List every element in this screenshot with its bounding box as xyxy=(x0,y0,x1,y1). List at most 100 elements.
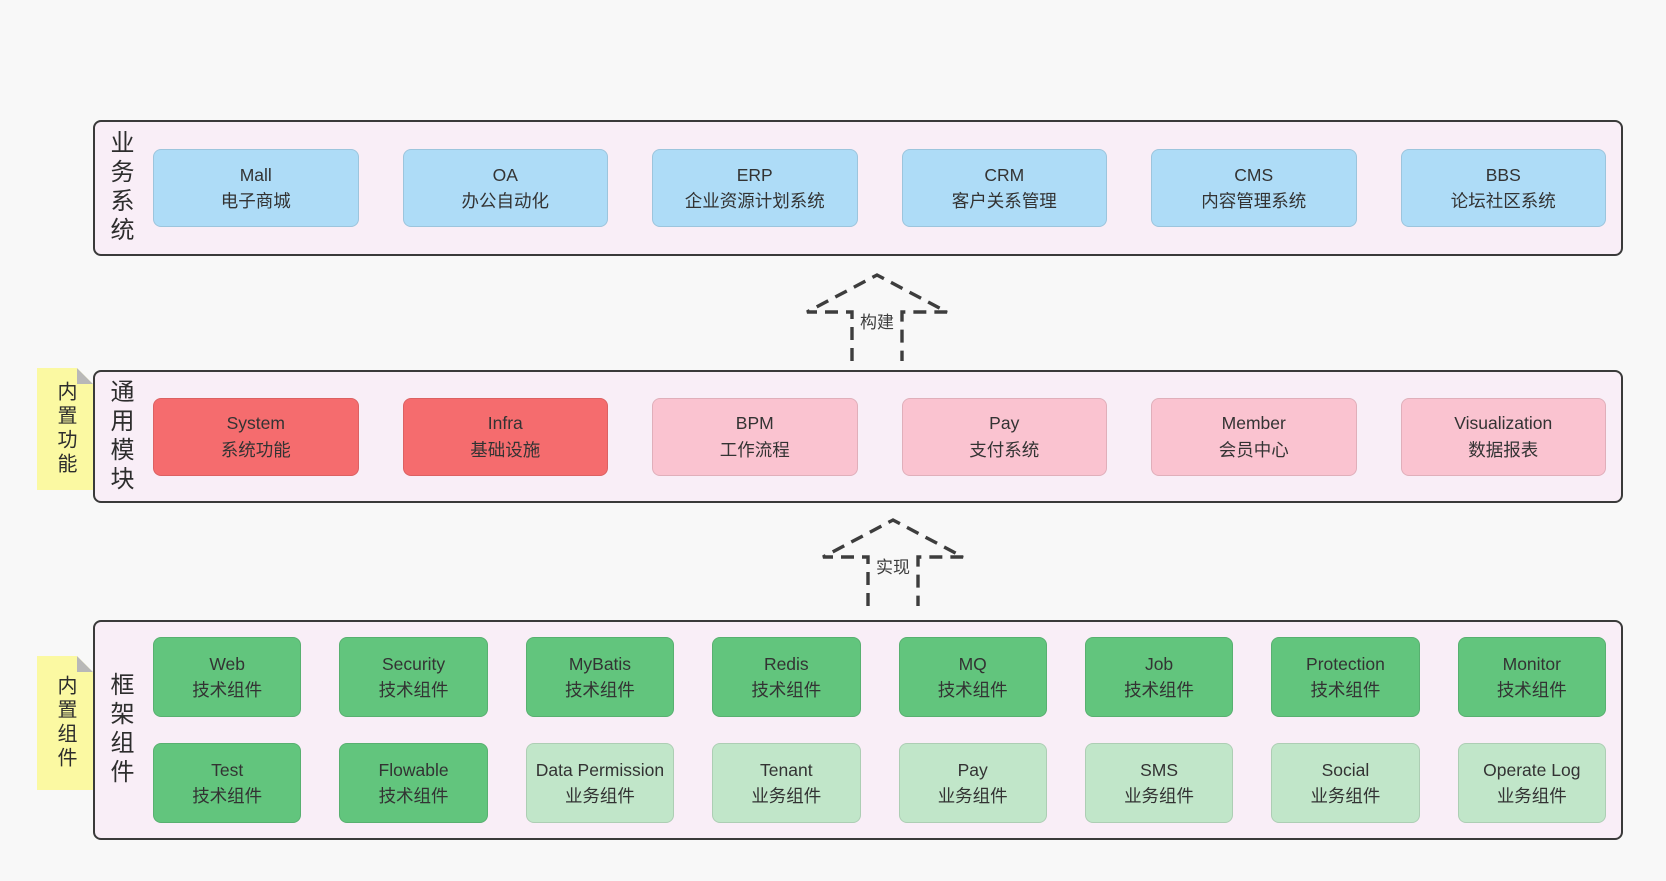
box-title: CRM xyxy=(984,164,1025,185)
box-title: MyBatis xyxy=(568,653,632,674)
box-subtitle: 技术组件 xyxy=(378,786,449,806)
arrow-label: 构建 xyxy=(855,307,899,334)
box-crm: CRM 客户关系管理 xyxy=(901,149,1107,227)
box-subtitle: 数据报表 xyxy=(1468,439,1539,460)
arrow-label: 实现 xyxy=(871,552,915,579)
box-title: Mall xyxy=(239,164,272,185)
box-operate-log: Operate Log 业务组件 xyxy=(1457,743,1606,823)
box-subtitle: 技术组件 xyxy=(192,786,263,806)
box-oa: OA 办公自动化 xyxy=(402,149,608,227)
box-title: Social xyxy=(1321,759,1370,780)
box-subtitle: 基础设施 xyxy=(470,439,541,460)
box-title: Tenant xyxy=(760,759,813,780)
box-subtitle: 业务组件 xyxy=(1310,786,1381,806)
box-title: SMS xyxy=(1140,759,1179,780)
dashed-up-arrow-icon xyxy=(822,518,964,606)
box-title: MQ xyxy=(958,653,987,674)
box-title: Monitor xyxy=(1502,653,1561,674)
box-title: Visualization xyxy=(1454,413,1553,434)
box-title: Member xyxy=(1221,413,1286,434)
box-sms: SMS 业务组件 xyxy=(1084,743,1234,823)
box-title: System xyxy=(226,413,285,434)
box-subtitle: 技术组件 xyxy=(192,680,263,700)
box-title: Redis xyxy=(763,653,809,674)
box-row: Mall 电子商城 OA 办公自动化 ERP 企业资源计划系统 CRM 客户关系管理 CMS 内容… xyxy=(153,149,1606,227)
box-subtitle: 办公自动化 xyxy=(461,191,550,211)
box-cms: CMS 内容管理系统 xyxy=(1151,149,1357,227)
box-subtitle: 内容管理系统 xyxy=(1201,191,1307,211)
implement-arrow: 实现 xyxy=(818,516,968,606)
band-label: 业务系统 xyxy=(106,130,133,246)
dashed-up-arrow-icon xyxy=(806,273,948,361)
box-system: System 系统功能 xyxy=(153,397,359,476)
box-tenant: Tenant 业务组件 xyxy=(712,743,861,823)
built-in-features-tag: 内置功能 xyxy=(37,368,93,490)
box-title: Data Permission xyxy=(535,759,665,780)
box-mybatis: MyBatis 技术组件 xyxy=(525,637,675,717)
box-title: BPM xyxy=(735,413,774,434)
box-subtitle: 技术组件 xyxy=(1124,680,1195,700)
box-title: BBS xyxy=(1485,164,1521,185)
tag-label: 内置功能 xyxy=(54,381,76,477)
box-title: Protection xyxy=(1306,653,1385,674)
box-infra: Infra 基础设施 xyxy=(402,397,608,476)
box-subtitle: 技术组件 xyxy=(564,680,635,700)
band-boxes: Mall 电子商城 OA 办公自动化 ERP 企业资源计划系统 CRM 客户关系管理 CMS 内容… xyxy=(153,149,1606,227)
box-pay: Pay 业务组件 xyxy=(898,743,1047,823)
framework-components-band: 框架组件 Web 技术组件 Security 技术组件 MyBatis 技术组件 Redis… xyxy=(93,620,1623,840)
box-subtitle: 业务组件 xyxy=(564,786,635,806)
box-title: Pay xyxy=(957,759,988,780)
box-social: Social 业务组件 xyxy=(1271,743,1420,823)
box-subtitle: 客户关系管理 xyxy=(951,191,1057,211)
box-subtitle: 业务组件 xyxy=(1496,786,1567,806)
box-flowable: Flowable 技术组件 xyxy=(339,743,488,823)
box-subtitle: 系统功能 xyxy=(220,439,291,460)
build-arrow: 构建 xyxy=(802,271,952,361)
box-mq: MQ 技术组件 xyxy=(898,637,1047,717)
box-protection: Protection 技术组件 xyxy=(1271,637,1420,717)
box-subtitle: 业务组件 xyxy=(937,786,1008,806)
box-title: Flowable xyxy=(378,759,449,780)
box-subtitle: 论坛社区系统 xyxy=(1450,191,1556,211)
box-subtitle: 企业资源计划系统 xyxy=(684,191,825,211)
box-visualization: Visualization 数据报表 xyxy=(1400,397,1606,476)
box-test: Test 技术组件 xyxy=(153,743,302,823)
built-in-components-tag: 内置组件 xyxy=(37,656,93,790)
band-label: 通用模块 xyxy=(106,378,133,495)
box-subtitle: 工作流程 xyxy=(719,439,790,460)
box-bbs: BBS 论坛社区系统 xyxy=(1400,149,1606,227)
box-subtitle: 技术组件 xyxy=(1310,680,1381,700)
box-erp: ERP 企业资源计划系统 xyxy=(652,149,858,227)
box-monitor: Monitor 技术组件 xyxy=(1457,637,1606,717)
tag-label: 内置组件 xyxy=(54,675,76,771)
box-subtitle: 技术组件 xyxy=(937,680,1008,700)
box-subtitle: 业务组件 xyxy=(1124,786,1195,806)
box-title: OA xyxy=(492,164,518,185)
business-systems-band: 业务系统 Mall 电子商城 OA 办公自动化 ERP 企业资源计划系统 CRM 客户关系管理… xyxy=(93,120,1623,256)
box-title: Operate Log xyxy=(1483,759,1581,780)
box-title: CMS xyxy=(1234,164,1274,185)
box-title: Security xyxy=(381,653,446,674)
box-title: Web xyxy=(209,653,246,674)
box-mall: Mall 电子商城 xyxy=(153,149,359,227)
box-subtitle: 技术组件 xyxy=(378,680,449,700)
box-web: Web 技术组件 xyxy=(153,637,302,717)
box-subtitle: 电子商城 xyxy=(220,191,291,211)
box-title: ERP xyxy=(736,164,773,185)
band-label: 框架组件 xyxy=(106,672,133,788)
box-subtitle: 技术组件 xyxy=(1496,680,1567,700)
box-title: Infra xyxy=(487,413,523,434)
box-subtitle: 支付系统 xyxy=(969,439,1040,460)
box-title: Test xyxy=(211,759,244,780)
box-security: Security 技术组件 xyxy=(339,637,488,717)
box-subtitle: 业务组件 xyxy=(751,786,822,806)
